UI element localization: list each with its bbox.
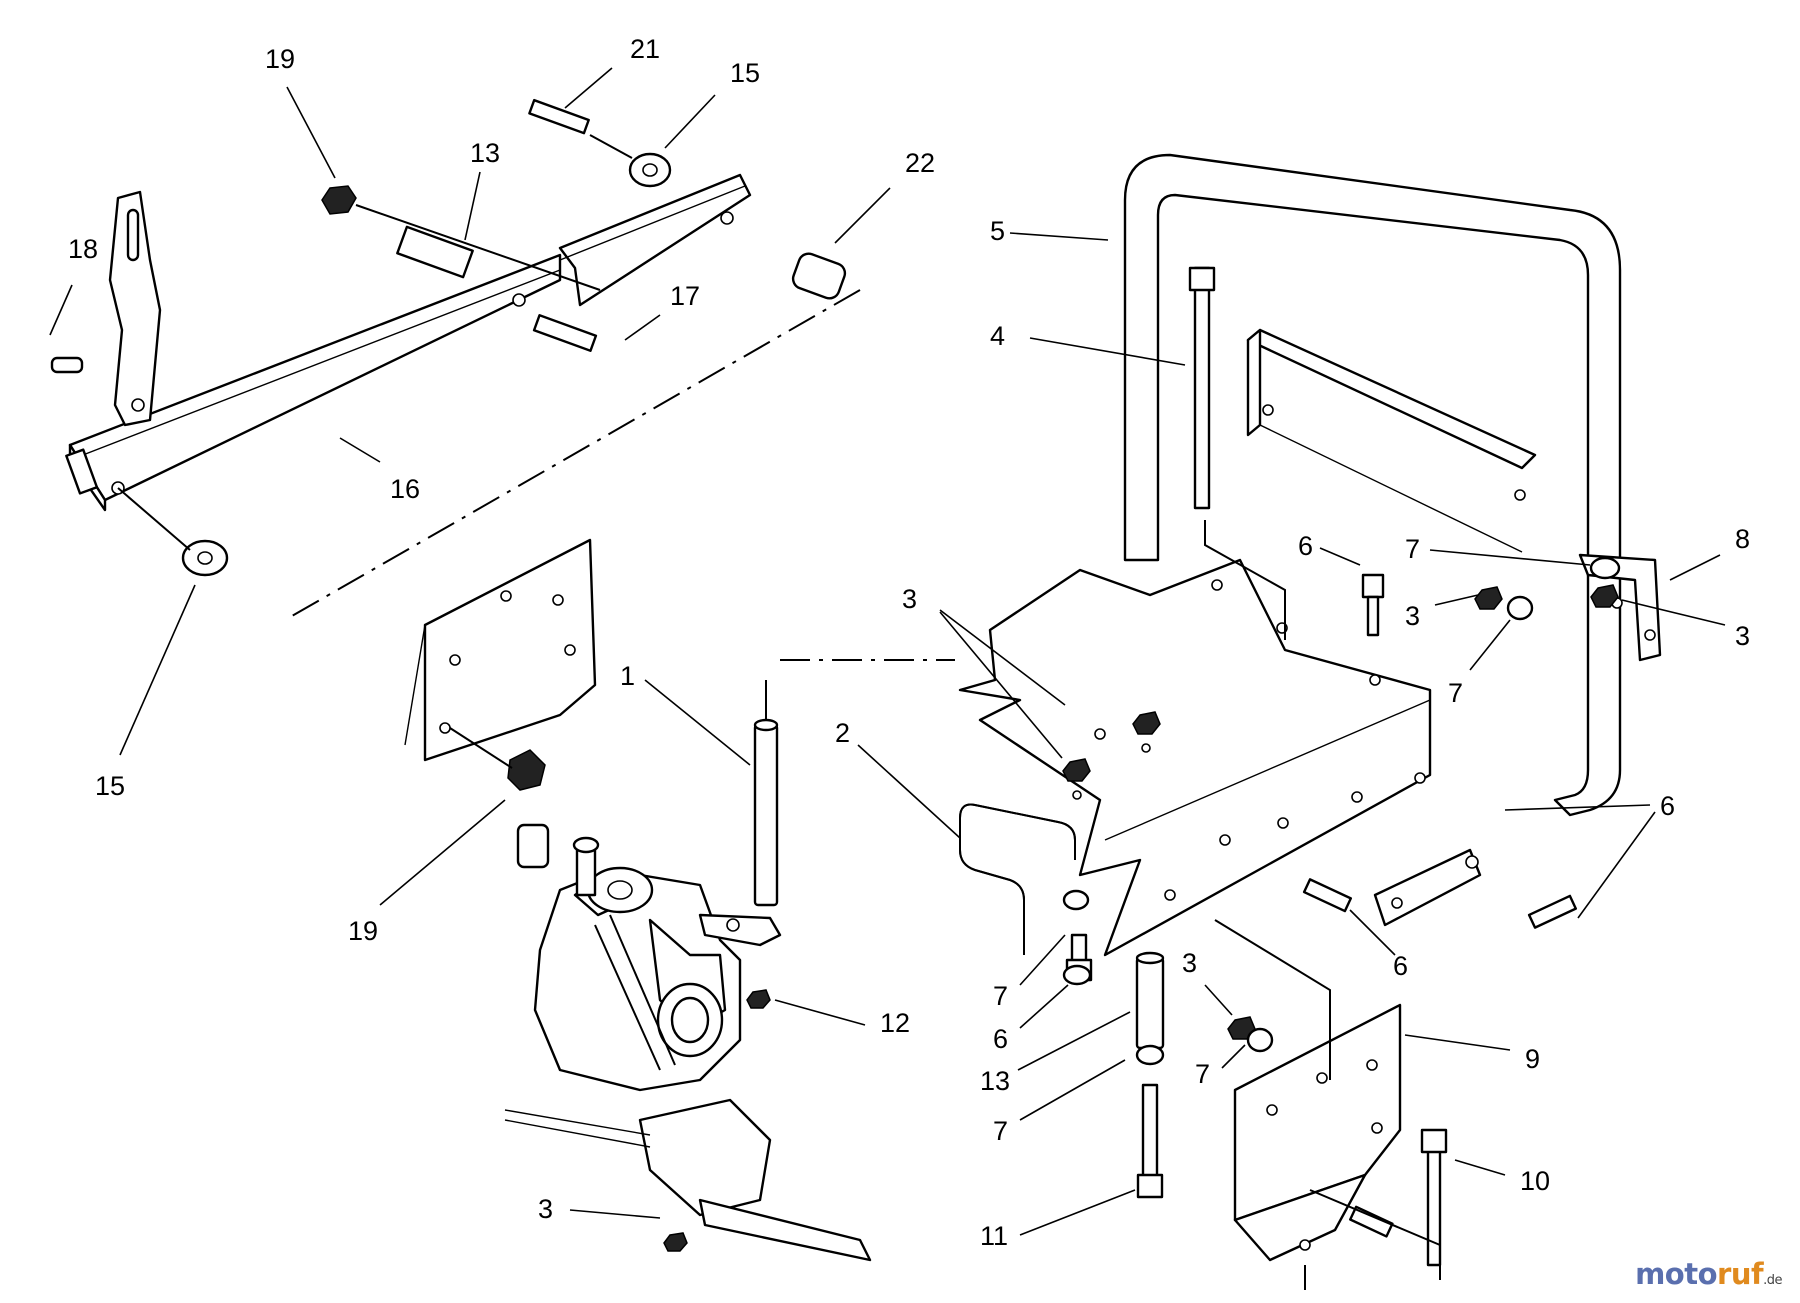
label-19-left: 19 [348,916,378,946]
label-9: 9 [1525,1044,1540,1074]
label-3-center: 3 [902,584,917,614]
label-3-washer: 3 [1405,601,1420,631]
label-15-left: 15 [95,771,125,801]
left-mount-plate [404,538,597,791]
nuts-washers [1062,556,1621,1053]
right-mount-plate [1214,919,1448,1290]
label-13-top: 13 [470,138,500,168]
label-17: 17 [670,281,700,311]
frame-bar [65,253,562,512]
label-15-top: 15 [730,58,760,88]
label-5: 5 [990,216,1005,246]
label-13-lower: 13 [980,1066,1010,1096]
body-plate [958,558,1432,957]
label-6-lower: 6 [993,1024,1008,1054]
label-3-lower: 3 [1182,948,1197,978]
label-1: 1 [620,661,635,691]
label-7-lower: 7 [1195,1059,1210,1089]
watermark-de: .de [1763,1273,1782,1288]
label-7-rod: 7 [993,981,1008,1011]
label-3-bottom: 3 [538,1194,553,1224]
extension-bar [558,173,752,307]
label-21: 21 [630,34,660,64]
label-10: 10 [1520,1166,1550,1196]
transaxle [504,823,872,1262]
watermark-moto: moto [1635,1257,1718,1291]
label-18: 18 [68,234,98,264]
label-16: 16 [390,474,420,504]
roll-bar [1123,153,1662,927]
callouts: 19 21 15 13 22 18 17 16 15 19 1 2 3 3 3 … [49,34,1750,1251]
long-bolt [1188,266,1286,640]
watermark-ruf: ruf [1717,1257,1764,1291]
label-7-bottom: 7 [993,1116,1008,1146]
label-22: 22 [905,148,935,178]
top-hardware [117,98,847,577]
label-11: 11 [980,1221,1008,1251]
label-6-mid: 6 [1393,951,1408,981]
label-12: 12 [880,1008,910,1038]
label-4: 4 [990,321,1005,351]
label-19-top: 19 [265,44,295,74]
label-8: 8 [1735,524,1750,554]
label-3-right: 3 [1735,621,1750,651]
pivot-bracket [50,190,162,427]
label-6-right: 6 [1660,791,1675,821]
watermark-logo: motoruf.de [1635,1257,1782,1291]
label-7-top: 7 [1405,534,1420,564]
spacer-tubes [753,680,1165,1199]
bent-rod [959,803,1092,986]
label-6-top: 6 [1298,531,1313,561]
label-2: 2 [835,718,850,748]
label-7-right: 7 [1448,678,1463,708]
